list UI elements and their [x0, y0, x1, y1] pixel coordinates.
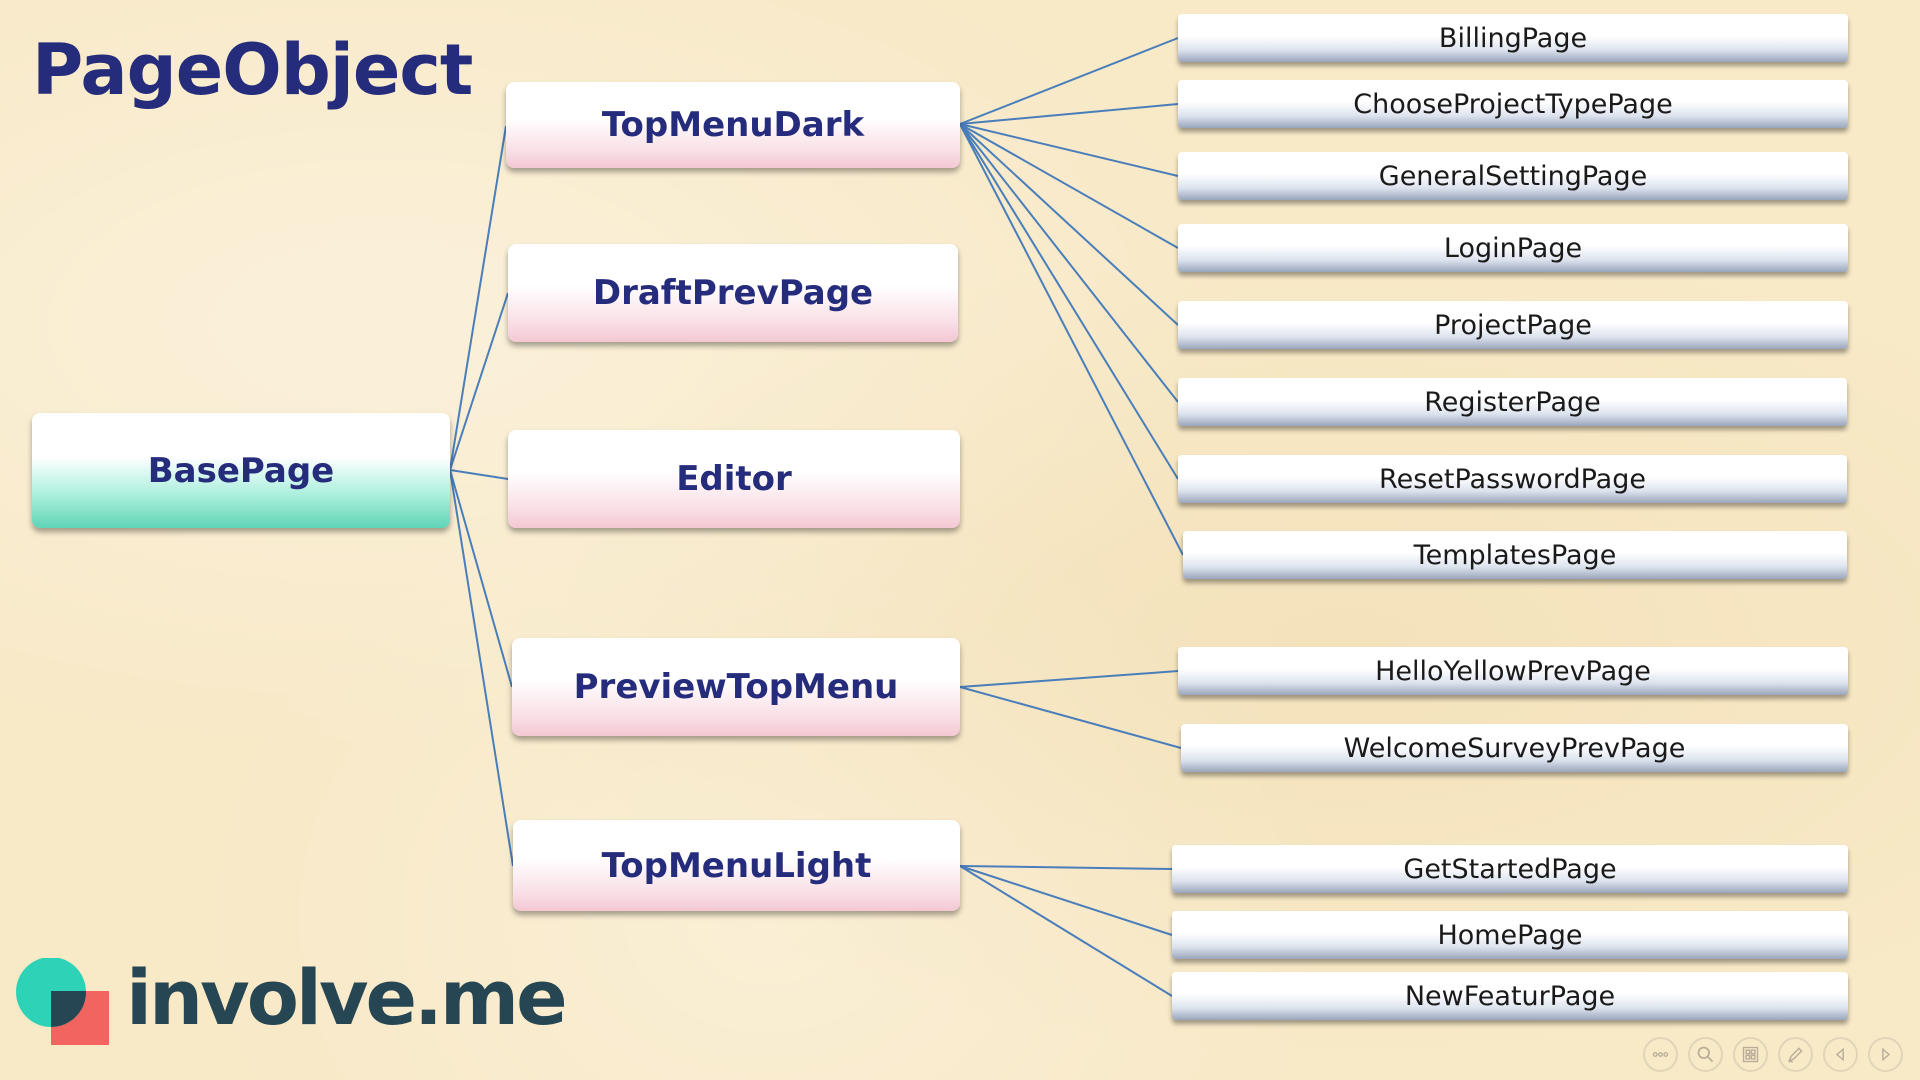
- slides-icon[interactable]: [1733, 1037, 1768, 1072]
- node-templatespage-label: TemplatesPage: [1413, 539, 1617, 571]
- node-billingpage: BillingPage: [1178, 14, 1848, 62]
- node-resetpasswordpage-label: ResetPasswordPage: [1379, 463, 1646, 495]
- node-welcomesurveyprevpage-label: WelcomeSurveyPrevPage: [1343, 732, 1686, 764]
- node-newfeaturpage: NewFeaturPage: [1172, 972, 1848, 1020]
- node-topmenulight: TopMenuLight: [513, 820, 960, 911]
- node-projectpage-label: ProjectPage: [1434, 309, 1592, 341]
- zoom-icon[interactable]: [1688, 1037, 1723, 1072]
- node-draftprevpage: DraftPrevPage: [508, 244, 958, 342]
- logo-text: involve.me: [126, 953, 568, 1042]
- node-getstartedpage: GetStartedPage: [1172, 845, 1848, 893]
- connector-line: [449, 469, 513, 688]
- node-projectpage: ProjectPage: [1178, 301, 1848, 349]
- node-helloyellowprevpage: HelloYellowPrevPage: [1178, 647, 1848, 695]
- next-icon[interactable]: [1868, 1037, 1903, 1072]
- connector-line: [959, 37, 1179, 125]
- node-templatespage: TemplatesPage: [1183, 531, 1847, 579]
- connector-line: [449, 292, 509, 471]
- node-basepage-label: BasePage: [147, 450, 335, 491]
- connector-line: [959, 123, 1179, 480]
- node-editor: Editor: [508, 430, 960, 528]
- connector-line: [959, 670, 1179, 688]
- node-homepage-label: HomePage: [1437, 919, 1583, 951]
- previous-icon[interactable]: [1823, 1037, 1858, 1072]
- connector-line: [449, 469, 514, 867]
- node-previewtopmenu-label: PreviewTopMenu: [573, 667, 899, 707]
- node-generalsettingpage-label: GeneralSettingPage: [1378, 160, 1648, 192]
- node-editor-label: Editor: [676, 459, 792, 499]
- node-registerpage-label: RegisterPage: [1424, 386, 1601, 418]
- connector-line: [959, 123, 1179, 249]
- node-topmenulight-label: TopMenuLight: [601, 845, 872, 886]
- connector-line: [959, 123, 1179, 177]
- node-helloyellowprevpage-label: HelloYellowPrevPage: [1375, 655, 1651, 687]
- slide-title: PageObject: [32, 29, 473, 111]
- connector-line: [959, 123, 1184, 556]
- node-chooseprojecttypepage-label: ChooseProjectTypePage: [1353, 88, 1673, 120]
- node-topmenudark: TopMenuDark: [506, 82, 960, 168]
- connector-line: [959, 123, 1179, 403]
- logo-mark-icon: [16, 957, 109, 1045]
- node-registerpage: RegisterPage: [1178, 378, 1847, 426]
- node-welcomesurveyprevpage: WelcomeSurveyPrevPage: [1181, 724, 1848, 772]
- node-loginpage: LoginPage: [1178, 224, 1848, 272]
- node-topmenudark-label: TopMenuDark: [601, 105, 865, 145]
- connector-line: [449, 125, 507, 471]
- connector-line: [959, 686, 1182, 749]
- node-chooseprojecttypepage: ChooseProjectTypePage: [1178, 80, 1848, 128]
- connector-line: [959, 123, 1179, 326]
- more-icon[interactable]: [1643, 1037, 1678, 1072]
- pen-icon[interactable]: [1778, 1037, 1813, 1072]
- node-draftprevpage-label: DraftPrevPage: [592, 273, 874, 313]
- node-previewtopmenu: PreviewTopMenu: [512, 638, 960, 736]
- involve-me-logo: involve.me: [16, 953, 568, 1048]
- node-getstartedpage-label: GetStartedPage: [1403, 853, 1617, 885]
- connector-line: [959, 103, 1179, 125]
- presentation-toolbar: [1643, 1037, 1903, 1072]
- node-generalsettingpage: GeneralSettingPage: [1178, 152, 1848, 200]
- connector-line: [959, 865, 1173, 997]
- connector-line: [959, 865, 1173, 936]
- connector-line: [959, 865, 1173, 870]
- node-resetpasswordpage: ResetPasswordPage: [1178, 455, 1847, 503]
- node-newfeaturpage-label: NewFeaturPage: [1404, 980, 1616, 1012]
- node-loginpage-label: LoginPage: [1443, 232, 1583, 264]
- connector-line: [449, 469, 509, 480]
- node-homepage: HomePage: [1172, 911, 1848, 959]
- node-billingpage-label: BillingPage: [1438, 22, 1588, 54]
- node-basepage: BasePage: [32, 413, 450, 528]
